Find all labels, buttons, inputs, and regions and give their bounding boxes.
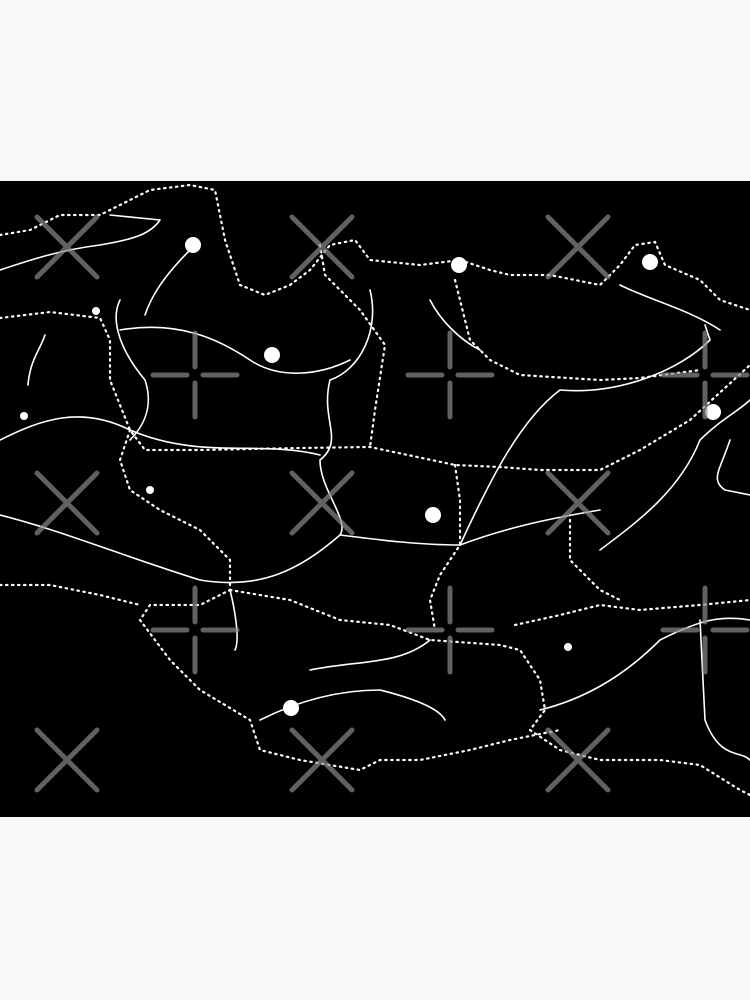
- city-dot-icon[interactable]: [451, 257, 467, 273]
- river: [229, 589, 238, 651]
- borders: [0, 183, 750, 797]
- watermark-plus-icon: [150, 585, 240, 675]
- city-dot-icon[interactable]: [283, 700, 299, 716]
- watermark-x-icon: [289, 214, 355, 280]
- watermark-plus-icon: [150, 330, 240, 420]
- city-dot-icon[interactable]: [705, 404, 721, 420]
- river: [119, 326, 351, 374]
- river: [319, 289, 374, 536]
- river: [309, 639, 431, 671]
- border-northern-coast: [0, 183, 750, 312]
- town-dot-icon[interactable]: [564, 643, 572, 651]
- river: [144, 249, 191, 316]
- river: [0, 514, 461, 584]
- river: [27, 334, 46, 386]
- watermark-plus-icon: [405, 585, 495, 675]
- watermark-plus-icon: [405, 330, 495, 420]
- border-west-southwest: [118, 428, 562, 772]
- map-svg: [0, 183, 750, 797]
- watermark-x-icon: [545, 214, 611, 280]
- river: [599, 399, 750, 551]
- border-central-east-west: [0, 310, 750, 472]
- town-dot-icon[interactable]: [92, 307, 100, 315]
- watermarks: [34, 214, 750, 793]
- rivers: [0, 214, 750, 761]
- city-dot-icon[interactable]: [185, 237, 201, 253]
- watermark-x-icon: [289, 727, 355, 793]
- river: [115, 299, 150, 441]
- river: [539, 617, 750, 711]
- city-dot-icon[interactable]: [264, 347, 280, 363]
- city-dot-icon[interactable]: [642, 254, 658, 270]
- cities: [20, 237, 721, 716]
- watermark-plus-icon: [660, 330, 750, 420]
- map-panel: [0, 181, 750, 817]
- town-dot-icon[interactable]: [20, 412, 28, 420]
- watermark-x-icon: [34, 727, 100, 793]
- river: [716, 439, 750, 496]
- border-southeast: [428, 463, 750, 632]
- watermark-x-icon: [545, 470, 611, 536]
- watermark-x-icon: [34, 214, 100, 280]
- river: [0, 214, 161, 271]
- watermark-x-icon: [545, 727, 611, 793]
- watermark-plus-icon: [660, 585, 750, 675]
- river: [429, 284, 721, 351]
- watermark-x-icon: [34, 470, 100, 536]
- border-northeast: [453, 278, 702, 382]
- border-central-north-south: [318, 243, 387, 449]
- river: [699, 619, 750, 761]
- border-southern: [0, 583, 750, 797]
- city-dot-icon[interactable]: [425, 507, 441, 523]
- river: [459, 509, 601, 546]
- river: [459, 324, 711, 546]
- town-dot-icon[interactable]: [146, 486, 154, 494]
- watermark-x-icon: [289, 470, 355, 536]
